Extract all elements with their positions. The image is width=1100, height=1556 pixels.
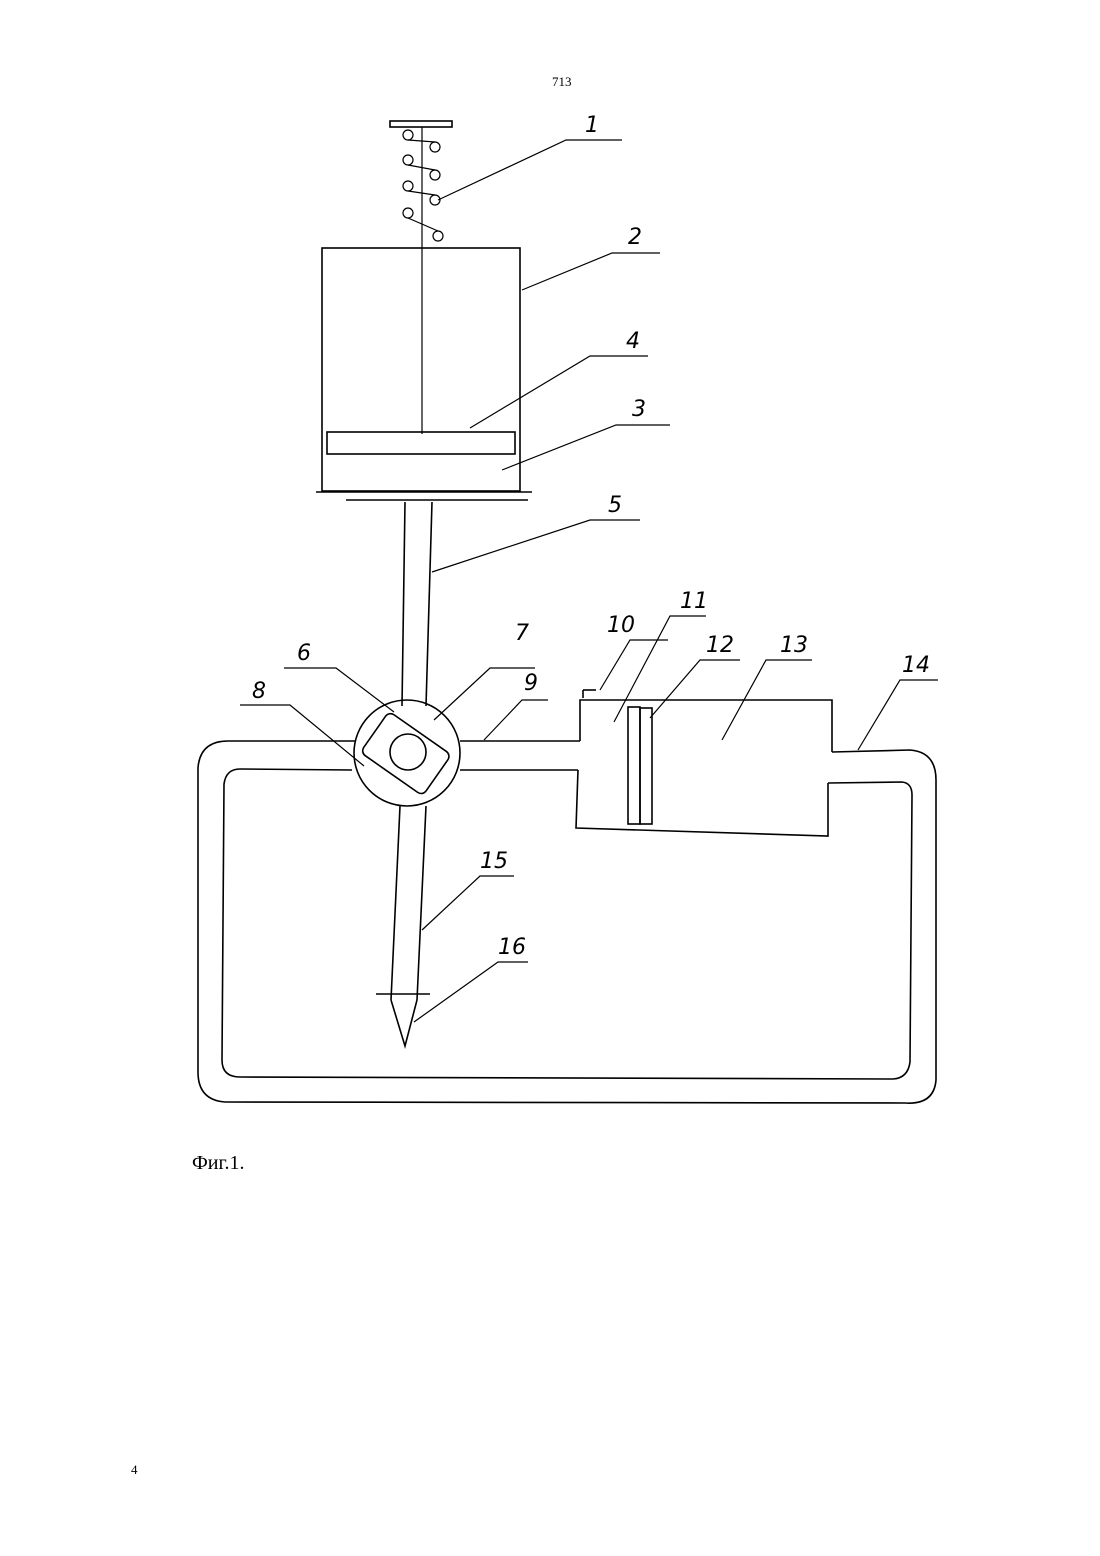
label-5: 5 (608, 493, 622, 518)
label-14: 14 (902, 653, 930, 678)
label-8: 8 (252, 679, 266, 704)
label-13: 13 (780, 633, 808, 658)
spring (390, 121, 452, 250)
label-11: 11 (680, 589, 708, 614)
return-loop (198, 741, 936, 1103)
valve-body (354, 700, 460, 806)
label-2: 2 (628, 225, 642, 250)
label-12: 12 (706, 633, 734, 658)
label-10: 10 (607, 613, 635, 638)
chamber-13 (576, 690, 832, 836)
needle (376, 806, 430, 1046)
label-3: 3 (632, 397, 646, 422)
piston (327, 250, 515, 454)
figure-caption: Фиг.1. (192, 1152, 244, 1175)
label-16: 16 (498, 935, 526, 960)
label-6: 6 (297, 641, 311, 666)
page-footer-number: 4 (131, 1462, 138, 1478)
leader-lines (240, 140, 938, 1022)
label-4: 4 (626, 329, 640, 354)
label-9: 9 (524, 671, 538, 696)
feed-tube (402, 502, 432, 706)
label-1: 1 (585, 113, 599, 138)
label-7: 7 (515, 621, 529, 646)
pipe-9 (460, 741, 580, 770)
label-15: 15 (480, 849, 508, 874)
cylinder-housing (316, 248, 532, 500)
